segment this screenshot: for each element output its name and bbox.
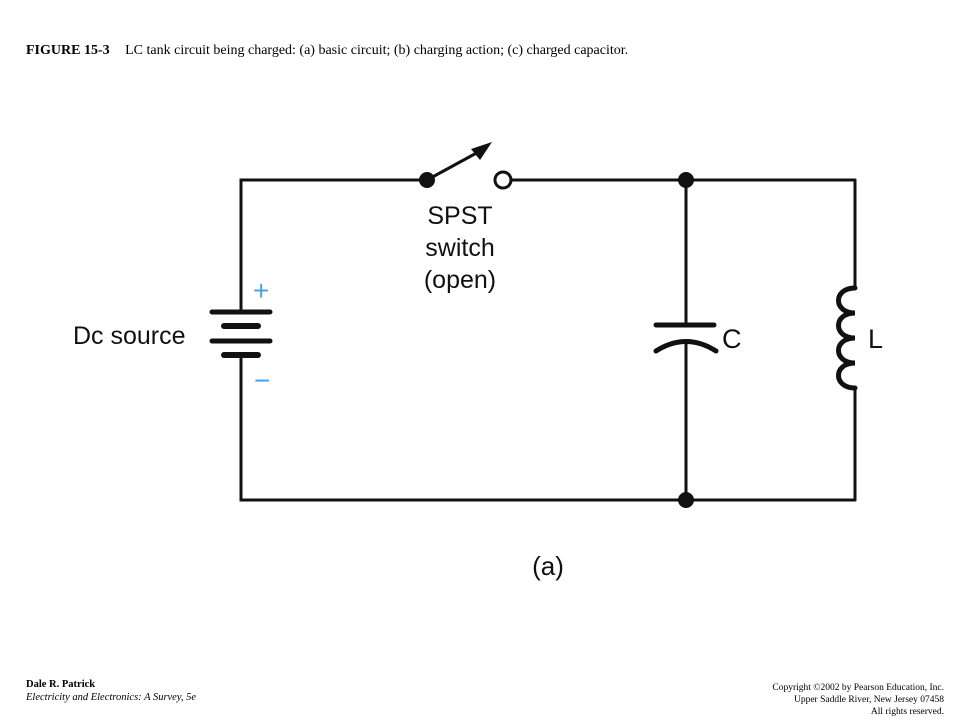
dc-source-label: Dc source <box>73 322 186 350</box>
spst-switch <box>419 142 513 190</box>
switch-arrowhead <box>471 142 492 160</box>
junction-dot-top <box>678 172 694 188</box>
switch-label-line2: switch <box>425 234 494 262</box>
capacitor-label: C <box>722 324 742 354</box>
switch-contact <box>493 170 513 190</box>
switch-label-line3: (open) <box>424 266 496 294</box>
footer-attribution: Dale R. Patrick Electricity and Electron… <box>26 678 196 704</box>
figure-caption: FIGURE 15-3 LC tank circuit being charge… <box>26 42 936 60</box>
junction-dot-bottom <box>678 492 694 508</box>
minus-sign: − <box>254 365 270 396</box>
inductor-label: L <box>868 324 883 354</box>
switch-label-line1: SPST <box>427 202 492 230</box>
top-left-wire <box>239 178 429 252</box>
bottom-left-wire <box>239 360 857 502</box>
inductor-coil <box>836 285 858 391</box>
plus-sign: + <box>253 275 269 306</box>
footer-author: Dale R. Patrick <box>26 679 96 690</box>
copyright-line-2: Upper Saddle River, New Jersey 07458 <box>793 695 944 705</box>
copyright-line-1: Copyright ©2002 by Pearson Education, In… <box>772 683 944 693</box>
copyright-line-3: All rights reserved. <box>870 707 944 717</box>
switch-lever <box>426 148 483 182</box>
part-label: (a) <box>532 551 564 581</box>
footer-copyright: Copyright ©2002 by Pearson Education, In… <box>684 682 944 718</box>
figure-caption-text: LC tank circuit being charged: (a) basic… <box>125 43 629 58</box>
footer-book-title: Electricity and Electronics: A Survey, 5… <box>26 692 197 703</box>
figure-number: FIGURE 15-3 <box>26 43 110 58</box>
capacitor-symbol <box>653 322 719 354</box>
battery-symbol <box>209 248 273 364</box>
